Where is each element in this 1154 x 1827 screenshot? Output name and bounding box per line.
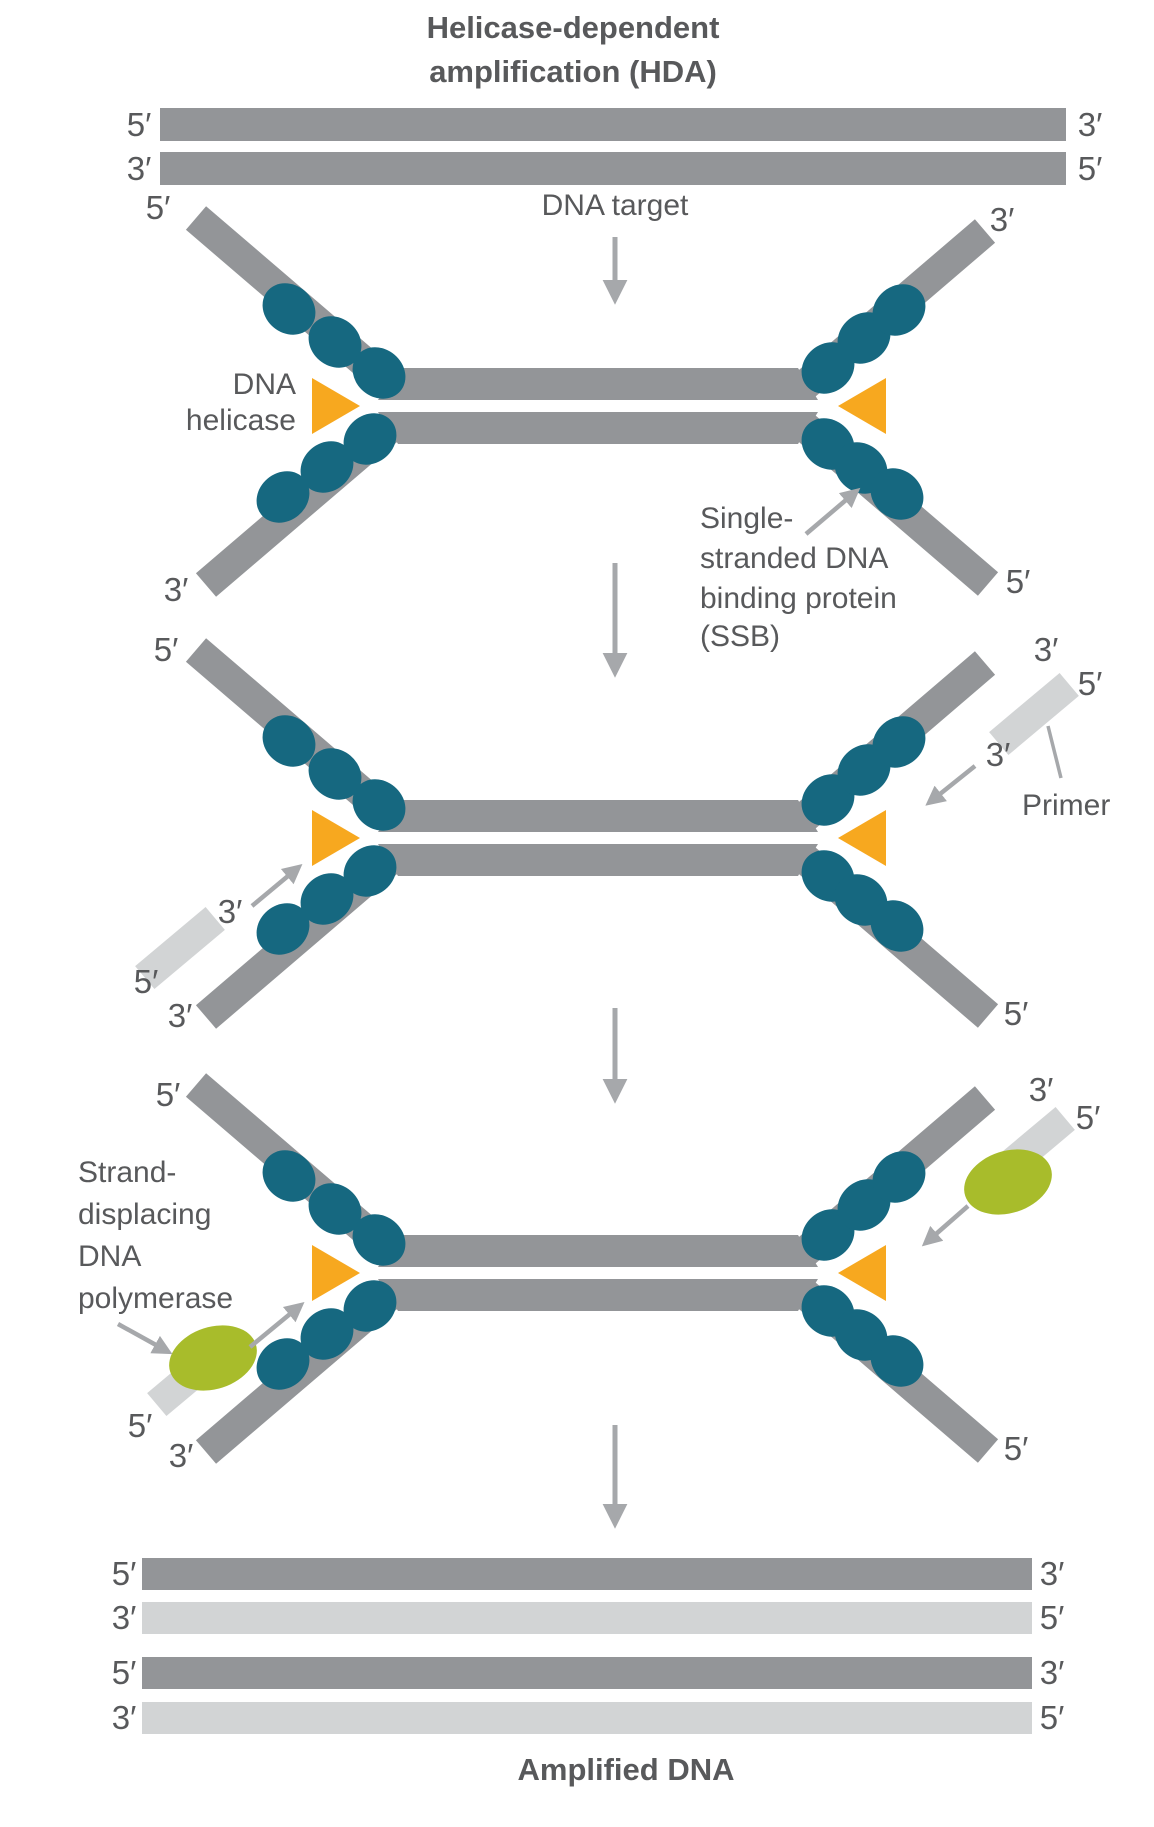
polymerase-label-line4: polymerase (78, 1282, 233, 1315)
fork1-duplex-bottom (378, 412, 818, 444)
amplified-dna-label: Amplified DNA (518, 1752, 735, 1787)
prime-label: 3′ (1078, 106, 1103, 143)
diagram-title-line2: amplification (HDA) (429, 54, 717, 89)
ssb-label-line4: (SSB) (700, 620, 780, 653)
prime-label: 3′ (112, 1699, 137, 1736)
section-dna-target: 5′ 3′ 3′ 5′ DNA target (127, 106, 1103, 305)
helicase-triangle-right (838, 378, 886, 434)
polymerase-label-line3: DNA (78, 1240, 141, 1273)
prime-label: 5′ (154, 631, 179, 668)
prime-label: 3′ (1034, 631, 1059, 668)
helicase-triangle-left (312, 1245, 360, 1301)
amplified-duplex2-bottom-strand (142, 1702, 1032, 1734)
helicase-label-line2: helicase (186, 404, 296, 437)
prime-label: 5′ (134, 963, 159, 1000)
helicase-triangle-right (838, 810, 886, 866)
prime-label: 5′ (1006, 563, 1031, 600)
prime-label: 5′ (1076, 1099, 1101, 1136)
prime-label: 3′ (127, 150, 152, 187)
prime-label: 3′ (990, 201, 1015, 238)
helicase-triangle-left (312, 810, 360, 866)
prime-label: 5′ (112, 1654, 137, 1691)
polymerase-label-line2: displacing (78, 1198, 211, 1231)
amplified-duplex1-bottom-strand (142, 1602, 1032, 1634)
prime-label: 5′ (1004, 995, 1029, 1032)
prime-label: 3′ (169, 1437, 194, 1474)
ssb-annotation-arrow (804, 487, 861, 536)
dna-target-label: DNA target (542, 189, 689, 222)
extension-arrow-right (921, 1204, 970, 1247)
helicase-label-line1: DNA (233, 368, 296, 401)
helicase-triangle-right (838, 1245, 886, 1301)
prime-label: 5′ (1078, 150, 1103, 187)
prime-label: 3′ (112, 1599, 137, 1636)
prime-label: 5′ (127, 106, 152, 143)
ssb-label-line1: Single- (700, 502, 793, 535)
prime-label: 3′ (986, 736, 1011, 773)
replication-fork-3: 5′ 5′ 3′ 3′ 5′ 5′ Strand- displacing DNA… (78, 1071, 1101, 1529)
prime-label: 5′ (1004, 1430, 1029, 1467)
ssb-label-line2: stranded DNA (700, 542, 888, 575)
fork2-duplex-bottom (378, 844, 818, 876)
dna-duplex-top-strand (160, 108, 1066, 141)
amplified-duplex1-top-strand (142, 1558, 1032, 1590)
prime-label: 5′ (112, 1555, 137, 1592)
fork1-duplex-top (378, 368, 818, 400)
section-amplified-dna: 5′ 3′ 5′ 3′ 3′ 5′ 3′ 5′ Amplified DNA (112, 1555, 1065, 1787)
extension-arrow-left (248, 1302, 305, 1349)
prime-label: 3′ (164, 571, 189, 608)
primer-leader-line (1046, 725, 1063, 779)
amplified-duplex2-top-strand (142, 1657, 1032, 1689)
fork3-duplex-bottom (378, 1279, 818, 1311)
replication-fork-2: 5′ 3′ 5′ 3′ 3′ 5′ 3′ 5′ Primer (134, 631, 1110, 1104)
dna-duplex-bottom-strand (160, 152, 1066, 185)
prime-label: 3′ (1029, 1071, 1054, 1108)
fork3-duplex-top (378, 1235, 818, 1267)
prime-label: 5′ (156, 1076, 181, 1113)
helicase-triangle-left (312, 378, 360, 434)
polymerase-label-line1: Strand- (78, 1156, 176, 1189)
prime-label: 5′ (128, 1407, 153, 1444)
prime-label: 5′ (1040, 1699, 1065, 1736)
diagram-title-line1: Helicase-dependent (427, 10, 720, 45)
replication-fork-1: 5′ 3′ 3′ 5′ DNA helicase Single- strande… (146, 189, 1031, 678)
prime-label: 3′ (1040, 1555, 1065, 1592)
primer-label: Primer (1022, 789, 1110, 822)
prime-label: 5′ (1040, 1599, 1065, 1636)
polymerase-annotation-arrow (116, 1322, 173, 1355)
prime-label: 3′ (1040, 1654, 1065, 1691)
prime-label: 3′ (168, 997, 193, 1034)
prime-label: 3′ (218, 893, 243, 930)
prime-label: 5′ (146, 189, 171, 226)
primer-extension-arrow-left (250, 863, 303, 908)
fork2-duplex-top (378, 800, 818, 832)
prime-label: 5′ (1078, 665, 1103, 702)
ssb-label-line3: binding protein (700, 582, 897, 615)
primer-extension-arrow-right (925, 764, 977, 806)
